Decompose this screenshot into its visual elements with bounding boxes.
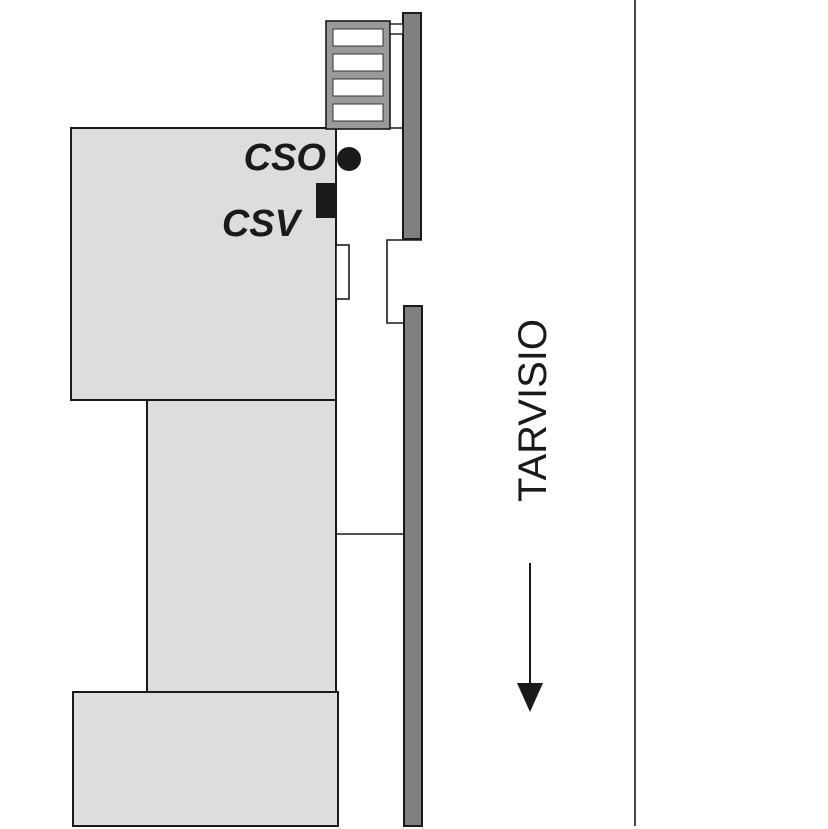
cso-label: CSO bbox=[244, 137, 326, 179]
building-block-lower bbox=[72, 691, 339, 827]
csv-marker-square bbox=[316, 183, 336, 218]
csv-label: CSV bbox=[222, 203, 303, 245]
boundary-wall-lower bbox=[403, 305, 423, 827]
direction-label: TARVISIO bbox=[511, 319, 555, 502]
building-block-middle bbox=[146, 399, 337, 693]
cso-marker-dot bbox=[337, 147, 361, 171]
ladder-structure bbox=[325, 20, 404, 130]
arrow-down-icon bbox=[517, 563, 543, 712]
door-marker bbox=[335, 244, 350, 300]
building-block-upper bbox=[70, 127, 337, 401]
gate-notch-outline bbox=[386, 239, 403, 324]
boundary-wall-upper bbox=[402, 12, 422, 240]
